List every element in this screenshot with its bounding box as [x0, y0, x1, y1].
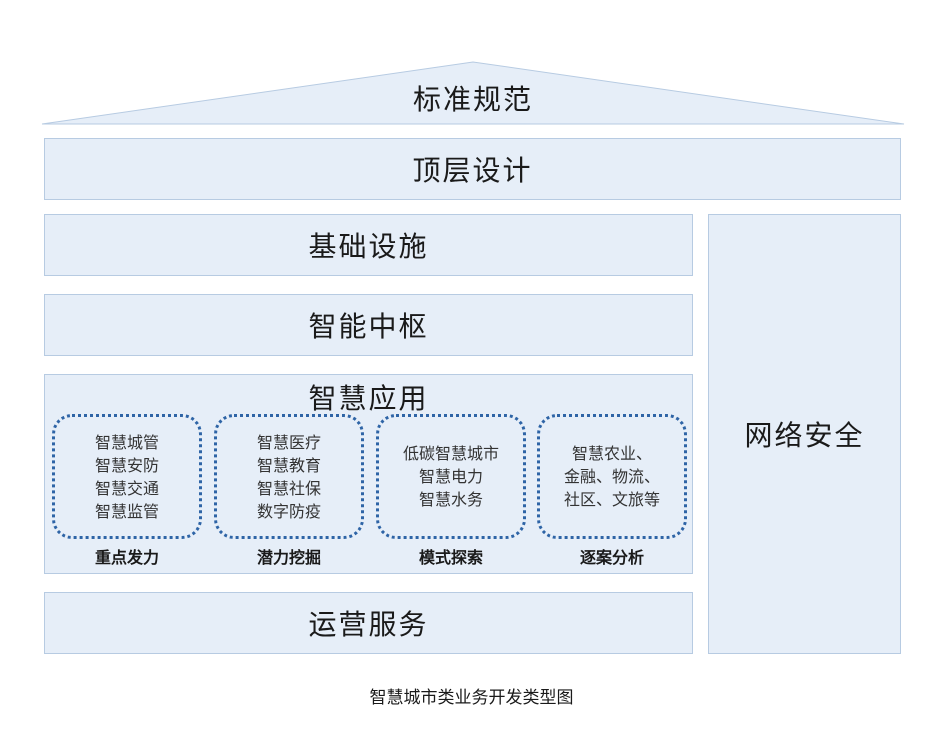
layer-network-security: 网络安全: [708, 214, 901, 654]
group-item: 智慧农业、: [571, 444, 652, 463]
group-item: 智慧安防: [94, 455, 159, 475]
group-caption: 潜力挖掘: [256, 548, 321, 567]
group-item: 智慧城管: [94, 432, 159, 452]
group-item: 金融、物流、: [563, 467, 660, 486]
layer-smart-applications: 智慧应用: [44, 374, 693, 574]
application-group-case-analysis: 智慧农业、 金融、物流、 社区、文旅等 逐案分析: [537, 414, 687, 567]
group-item: 智慧社保: [256, 478, 321, 498]
group-item: 智慧交通: [94, 478, 159, 498]
group-item: 智慧电力: [418, 467, 483, 486]
layer-operations: 运营服务: [44, 592, 693, 654]
group-box: 智慧医疗 智慧教育 智慧社保 数字防疫: [214, 414, 364, 539]
figure-caption: 智慧城市类业务开发类型图: [369, 688, 574, 708]
application-group-potential: 智慧医疗 智慧教育 智慧社保 数字防疫 潜力挖掘: [214, 414, 364, 567]
layer-infrastructure: 基础设施: [44, 214, 693, 276]
group-item: 社区、文旅等: [563, 490, 660, 509]
application-group-model-exploration: 低碳智慧城市 智慧电力 智慧水务 模式探索: [376, 414, 526, 567]
application-group-key-focus: 智慧城管 智慧安防 智慧交通 智慧监管 重点发力: [52, 414, 202, 567]
group-item: 数字防疫: [256, 501, 321, 521]
group-box: 智慧农业、 金融、物流、 社区、文旅等: [537, 414, 687, 539]
group-caption: 模式探索: [418, 548, 483, 567]
group-item: 低碳智慧城市: [402, 444, 499, 463]
group-item: 智慧医疗: [256, 432, 321, 452]
group-item: 智慧水务: [418, 490, 483, 509]
layer-top-design: 顶层设计: [44, 138, 901, 200]
roof-shape: [41, 61, 905, 125]
layer-intelligent-hub: 智能中枢: [44, 294, 693, 356]
group-item: 智慧教育: [256, 455, 321, 475]
roof-label: 标准规范: [412, 83, 533, 116]
applications-title: 智慧应用: [308, 382, 429, 415]
group-caption: 重点发力: [94, 548, 159, 567]
group-box: 低碳智慧城市 智慧电力 智慧水务: [376, 414, 526, 539]
group-box: 智慧城管 智慧安防 智慧交通 智慧监管: [52, 414, 202, 539]
group-item: 智慧监管: [94, 501, 159, 521]
group-caption: 逐案分析: [579, 548, 644, 567]
